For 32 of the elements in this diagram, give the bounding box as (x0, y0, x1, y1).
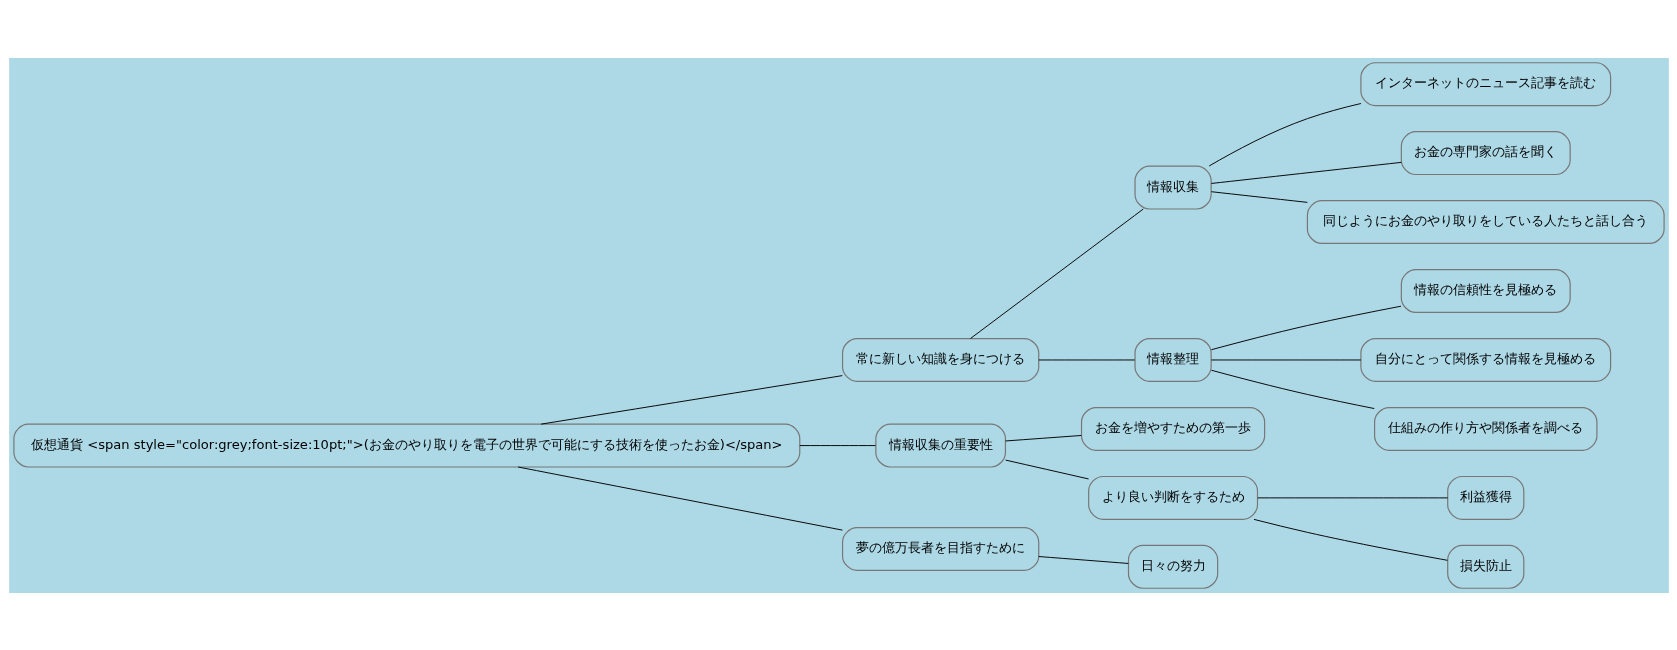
connector (1210, 369, 1375, 409)
node-box: 情報収集の重要性 (874, 423, 1006, 468)
node-box: 常に新しい知識を身につける (841, 337, 1039, 382)
node-box: 仮想通貨 <span style="color:grey;font-size:10pt;">(お金のやり取りを電子の世界で可能にする技術を使ったお金)</span> (12, 423, 800, 468)
node-box: 損失防止 (1446, 544, 1524, 589)
connector (540, 374, 843, 425)
node-box: お金を増やすための第一歩 (1080, 406, 1265, 451)
node-box: 同じようにお金のやり取りをしている人たちと話し合う (1306, 199, 1665, 244)
node-box: 利益獲得 (1446, 475, 1524, 520)
connector (969, 208, 1144, 339)
node-box: 夢の億万長者を目指すために (841, 526, 1039, 571)
connector (517, 466, 843, 531)
connector (1037, 555, 1129, 564)
connector (1210, 359, 1361, 360)
connector (1210, 190, 1308, 203)
node-box: 自分にとって関係する情報を見極める (1359, 337, 1611, 382)
connector (1208, 102, 1361, 166)
connector (1210, 161, 1402, 184)
connector (1253, 518, 1448, 561)
connector (798, 444, 876, 446)
node-box: 仕組みの作り方や関係者を調べる (1373, 406, 1597, 451)
node-box: インターネットのニュース記事を読む (1359, 61, 1611, 106)
node-box: 日々の努力 (1127, 544, 1218, 589)
connector (1004, 434, 1082, 441)
connector (1256, 496, 1448, 498)
connector (1210, 305, 1401, 350)
node-box: お金の専門家の話を聞く (1400, 130, 1571, 175)
node-box: より良い判断をするため (1087, 475, 1258, 520)
connector (1004, 459, 1089, 479)
node-box: 情報収集 (1133, 165, 1212, 210)
node-box: 情報の信頼性を見極める (1400, 268, 1571, 313)
node-box: 情報整理 (1133, 337, 1212, 382)
